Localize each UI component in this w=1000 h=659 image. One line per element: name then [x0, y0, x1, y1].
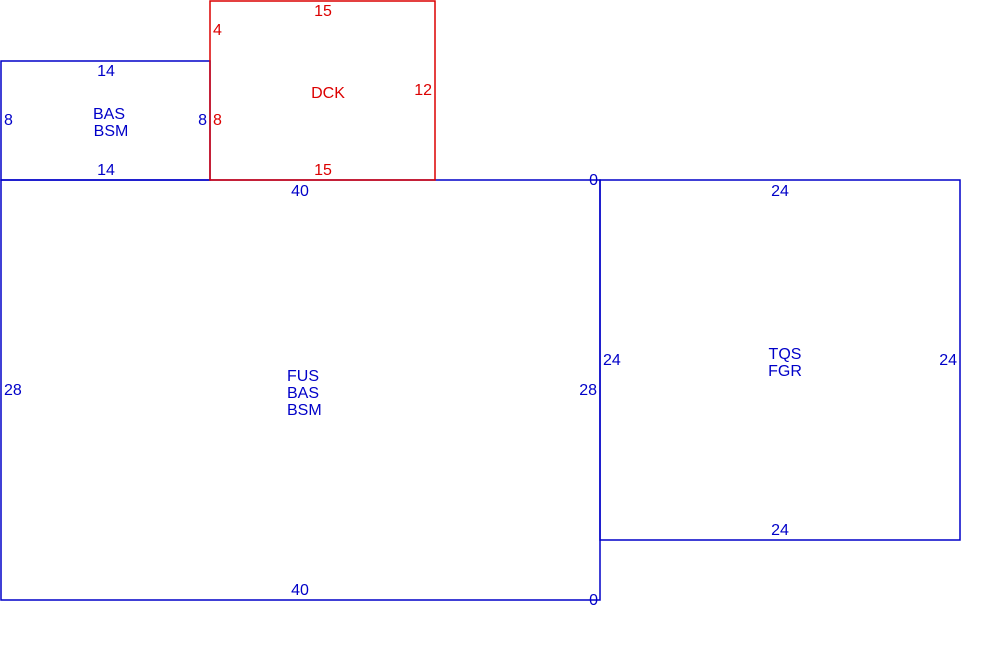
- garage-code-1: TQS: [769, 346, 802, 363]
- main-dim-left: 28: [4, 382, 22, 399]
- deck-dim-left-top: 4: [213, 22, 222, 39]
- garage-outline: [599, 179, 961, 541]
- bas-small-code-1: BAS: [93, 106, 125, 123]
- bas-small-dim-left: 8: [4, 112, 13, 129]
- main-dim-top: 40: [291, 183, 309, 200]
- deck-code: DCK: [311, 85, 345, 102]
- main-code-1: FUS: [287, 368, 319, 385]
- garage-dim-right: 24: [939, 352, 957, 369]
- bas-small-dim-bottom: 14: [97, 162, 115, 179]
- bas-small-dim-right: 8: [198, 112, 207, 129]
- main-code-2: BAS: [287, 385, 319, 402]
- main-dim-right: 28: [579, 382, 597, 399]
- deck-dim-left-bottom: 8: [213, 112, 222, 129]
- main-dim-corner-bottom: 0: [589, 592, 598, 609]
- deck-dim-top: 15: [314, 3, 332, 20]
- garage-dim-left: 24: [603, 352, 621, 369]
- garage-dim-top: 24: [771, 183, 789, 200]
- garage-dim-bottom: 24: [771, 522, 789, 539]
- deck-dim-bottom: 15: [314, 162, 332, 179]
- bas-small-code-2: BSM: [94, 123, 129, 140]
- deck-outline: [209, 0, 436, 181]
- bas-small-dim-top: 14: [97, 63, 115, 80]
- garage-code-2: FGR: [768, 363, 802, 380]
- main-dim-corner-top: 0: [589, 172, 598, 189]
- main-dim-bottom: 40: [291, 582, 309, 599]
- main-code-3: BSM: [287, 402, 322, 419]
- deck-dim-right: 12: [414, 82, 432, 99]
